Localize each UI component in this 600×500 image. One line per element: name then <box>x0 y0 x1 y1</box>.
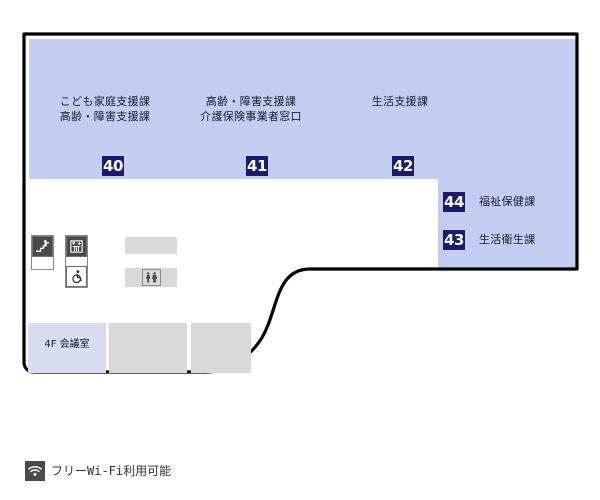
stairs-icon <box>32 236 53 257</box>
wheelchair-icon <box>66 266 87 287</box>
counter-badge-43[interactable]: 43 <box>443 230 465 250</box>
counter-badge-44[interactable]: 44 <box>443 192 465 212</box>
department-label-42: 生活支援課 <box>352 94 448 109</box>
stairs-icon-frame <box>31 235 54 270</box>
wifi-notice-text: フリーWi-Fi利用可能 <box>51 464 172 478</box>
counter-badge-42[interactable]: 42 <box>392 156 414 176</box>
restroom-icon <box>142 269 161 286</box>
utility-room-a <box>109 323 187 373</box>
department-zone-main <box>29 39 578 179</box>
counter-name-44: 福祉保健課 <box>479 195 536 208</box>
meeting-room-4f[interactable] <box>28 323 106 373</box>
counter-name-43: 生活衛生課 <box>479 233 536 246</box>
meeting-room-4f-label: 4F 会議室 <box>44 339 90 350</box>
department-label-40-line1: こども家庭支援課 <box>59 95 151 108</box>
counter-badge-41[interactable]: 41 <box>246 156 268 176</box>
wifi-icon <box>25 461 45 481</box>
department-label-40: こども家庭支援課 高齢・障害支援課 <box>40 94 170 124</box>
department-label-40-line2: 高齢・障害支援課 <box>59 110 151 123</box>
department-label-41-line1: 高齢・障害支援課 <box>205 95 297 108</box>
wifi-notice: フリーWi-Fi利用可能 <box>25 461 171 481</box>
elevator-icon <box>66 236 87 257</box>
counter-badge-40[interactable]: 40 <box>102 156 124 176</box>
department-label-42-line1: 生活支援課 <box>371 95 429 108</box>
utility-block-upper <box>125 237 177 254</box>
utility-room-b <box>191 323 251 373</box>
department-label-41-line2: 介護保険事業者窓口 <box>200 110 302 123</box>
elevator-icon-frame <box>65 235 88 288</box>
department-label-41: 高齢・障害支援課 介護保険事業者窓口 <box>186 94 316 124</box>
